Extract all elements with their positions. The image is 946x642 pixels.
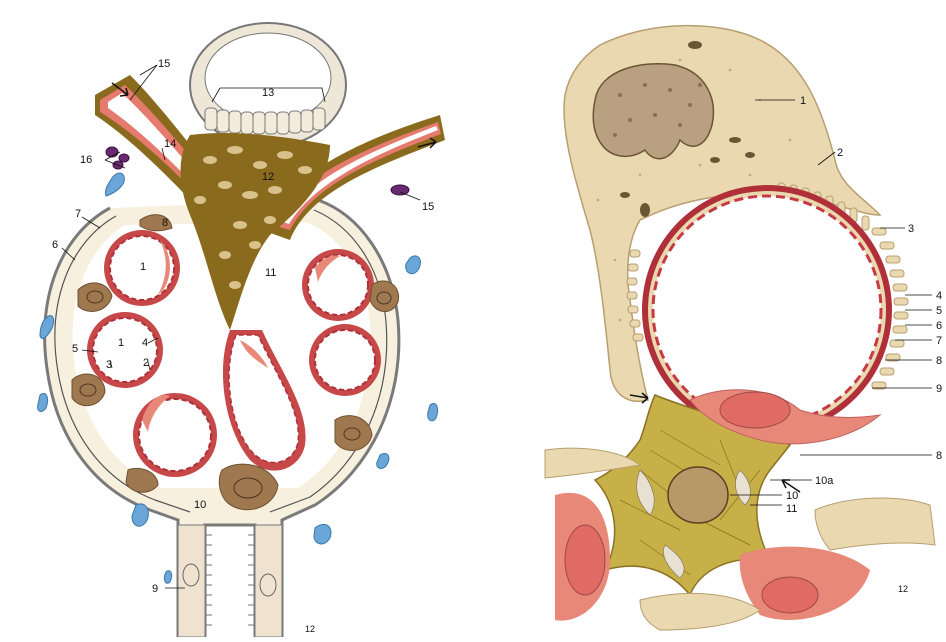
- label-10: 10: [194, 499, 206, 511]
- label-7: 7: [75, 208, 81, 220]
- label-15-top: 15: [158, 58, 170, 70]
- label-r8-upper: 8: [936, 355, 942, 367]
- label-r6: 6: [936, 320, 942, 332]
- label-1-lower: 1: [118, 337, 124, 349]
- left-artist-signature: 12: [305, 624, 315, 634]
- label-1-upper: 1: [140, 261, 146, 273]
- label-r9: 9: [936, 383, 942, 395]
- capillary-loop: [87, 312, 163, 388]
- capillary-loop: [302, 249, 374, 321]
- label-3: 3: [106, 359, 112, 371]
- proximal-tubule-wall-right: [255, 525, 282, 637]
- label-12: 12: [262, 171, 274, 183]
- mesangial-nucleus: [668, 467, 728, 523]
- label-r8-lower: 8: [936, 450, 942, 462]
- podocyte-nucleus: [593, 64, 713, 159]
- label-14: 14: [164, 138, 176, 150]
- label-15-right: 15: [422, 201, 434, 213]
- capillary-endothelium: [653, 196, 881, 424]
- adjacent-podocyte-bottom: [640, 593, 760, 630]
- label-8: 8: [162, 217, 168, 229]
- label-r3: 3: [908, 223, 914, 235]
- label-r10: 10: [786, 490, 798, 502]
- label-r4: 4: [936, 290, 942, 302]
- endothelial-nucleus: [720, 392, 790, 428]
- label-9: 9: [152, 583, 158, 595]
- label-2: 2: [143, 357, 149, 369]
- right-artist-signature: 12: [898, 584, 908, 594]
- label-6: 6: [52, 239, 58, 251]
- label-11: 11: [265, 267, 276, 279]
- label-r2: 2: [837, 147, 843, 159]
- proximal-tubule-wall-left: [178, 525, 205, 637]
- capillary-loop: [309, 324, 381, 396]
- adjacent-podocyte-right: [815, 498, 935, 550]
- label-r5: 5: [936, 305, 942, 317]
- capillary-loop: [133, 393, 217, 477]
- rbc-lower: [762, 577, 818, 613]
- label-16: 16: [80, 154, 92, 166]
- label-r1: 1: [800, 95, 806, 107]
- left-panel-renal-corpuscle: 15 13 14 16 12 15 7 8 6 1 11 1 4 5 2 3 1…: [38, 23, 445, 637]
- label-5: 5: [72, 343, 78, 355]
- label-13: 13: [262, 87, 274, 99]
- right-panel-glomerular-capillary: 1 2 3 4 5 6 7 8 9 8 10a 10 11 12: [545, 26, 942, 630]
- label-r10a: 10a: [815, 475, 834, 487]
- brush-border: [205, 535, 255, 625]
- label-r11: 11: [786, 503, 797, 515]
- label-4: 4: [142, 337, 148, 349]
- rbc-left: [565, 525, 605, 595]
- label-r7: 7: [936, 335, 942, 347]
